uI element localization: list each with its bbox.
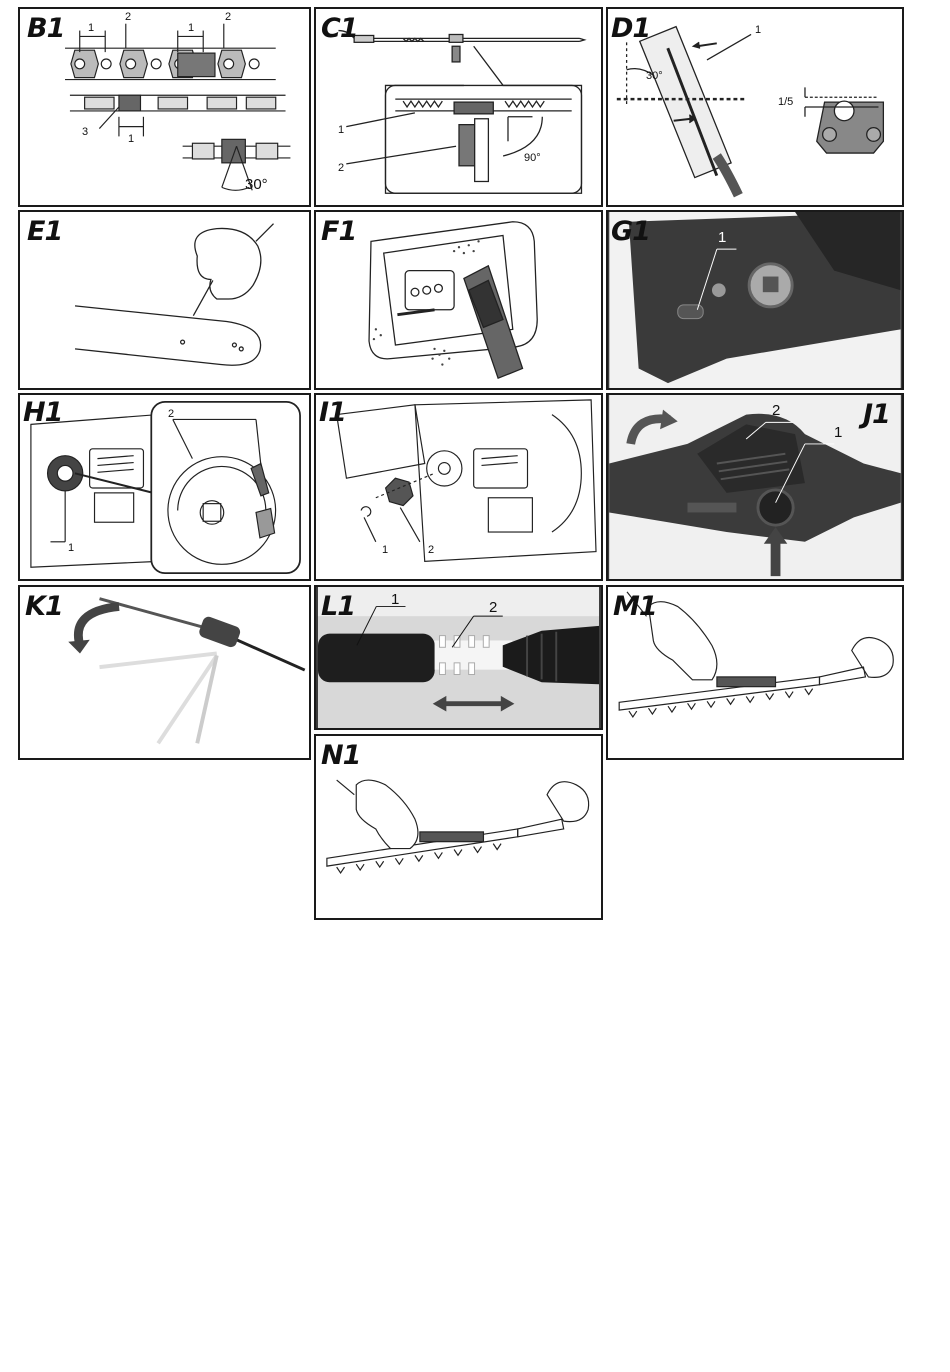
callout-label: 1 bbox=[88, 23, 94, 34]
panel-f1: F1 bbox=[314, 210, 603, 390]
sprocket-removal-diagram bbox=[316, 395, 601, 579]
angle-label: 30° bbox=[646, 71, 663, 82]
panel-title: I1 bbox=[319, 399, 346, 426]
panel-l1: L1 1 2 bbox=[314, 585, 603, 730]
callout-label: 1 bbox=[338, 125, 344, 136]
callout-label: 2 bbox=[772, 403, 780, 418]
file-guide-diagram bbox=[316, 9, 601, 205]
panel-title: E1 bbox=[27, 218, 62, 245]
handle-rotation-photo bbox=[608, 395, 902, 579]
sprocket-diagram bbox=[20, 395, 309, 579]
cleaning-diagram bbox=[316, 212, 601, 388]
panel-j1: J1 1 2 bbox=[606, 393, 904, 581]
callout-label: 2 bbox=[489, 600, 497, 615]
callout-label: 1 bbox=[188, 23, 194, 34]
callout-label: 2 bbox=[428, 545, 434, 556]
panel-h1: H1 1 2 bbox=[18, 393, 311, 581]
callout-label: 1 bbox=[718, 230, 726, 245]
angle-label: 90° bbox=[524, 153, 541, 164]
panel-title: B1 bbox=[27, 15, 64, 42]
callout-label: 2 bbox=[125, 12, 131, 23]
panel-title: G1 bbox=[611, 218, 650, 245]
panel-b1: B1 1 2 1 2 3 1 30° bbox=[18, 7, 311, 207]
panel-title: N1 bbox=[321, 742, 360, 769]
callout-label: 1 bbox=[68, 543, 74, 554]
callout-label: 1 bbox=[128, 134, 134, 145]
callout-label: 1 bbox=[382, 545, 388, 556]
panel-title: J1 bbox=[863, 401, 890, 428]
panel-e1: E1 bbox=[18, 210, 311, 390]
callout-label: 1 bbox=[755, 25, 761, 36]
head-angle-diagram bbox=[20, 587, 309, 758]
panel-title: M1 bbox=[613, 593, 657, 620]
callout-label: 2 bbox=[168, 409, 174, 420]
ratio-label: 1/5 bbox=[778, 97, 793, 108]
coupling-photo bbox=[316, 587, 601, 728]
panel-d1: D1 1 30° 1/5 bbox=[606, 7, 904, 207]
panel-title: F1 bbox=[321, 218, 356, 245]
file-angle-diagram bbox=[608, 9, 902, 205]
angle-label: 30° bbox=[245, 177, 268, 192]
panel-n1: N1 bbox=[314, 734, 603, 920]
callout-label: 1 bbox=[834, 425, 842, 440]
panel-title: H1 bbox=[23, 399, 62, 426]
chain-tension-photo bbox=[608, 212, 902, 388]
panel-c1: C1 1 2 90° bbox=[314, 7, 603, 207]
callout-label: 3 bbox=[82, 127, 88, 138]
panel-k1: K1 bbox=[18, 585, 311, 760]
callout-label: 1 bbox=[391, 592, 399, 607]
panel-title: D1 bbox=[611, 15, 650, 42]
panel-g1: G1 1 bbox=[606, 210, 904, 390]
panel-title: K1 bbox=[25, 593, 63, 620]
panel-i1: I1 1 2 bbox=[314, 393, 603, 581]
callout-label: 2 bbox=[338, 163, 344, 174]
guide-bar-diagram bbox=[20, 212, 309, 388]
callout-label: 2 bbox=[225, 12, 231, 23]
panel-title: L1 bbox=[321, 593, 355, 620]
panel-m1: M1 bbox=[606, 585, 904, 760]
panel-title: C1 bbox=[321, 15, 358, 42]
